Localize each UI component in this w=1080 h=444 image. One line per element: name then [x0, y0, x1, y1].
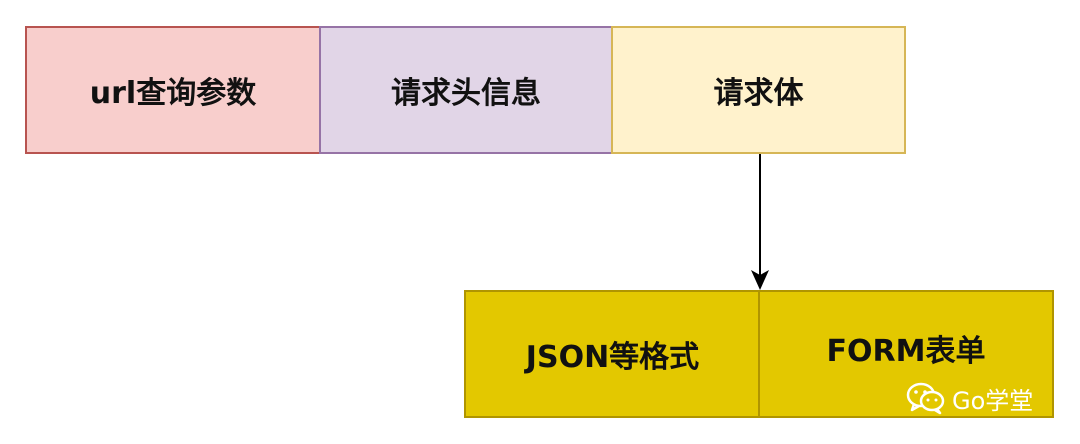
- arrow-head: [751, 270, 769, 290]
- form-label: FORM表单: [826, 334, 986, 369]
- request-body-label: 请求体: [713, 76, 804, 111]
- url-params-box: url查询参数: [25, 26, 321, 154]
- wechat-icon: [906, 382, 945, 415]
- watermark: Go学堂: [906, 378, 1033, 418]
- json-formats-label: JSON等格式: [525, 340, 700, 375]
- watermark-text: Go学堂: [952, 386, 1034, 415]
- json-formats-box: JSON等格式: [464, 290, 761, 418]
- form-box: FORM表单: [758, 290, 1054, 418]
- request-headers-label: 请求头信息: [391, 76, 541, 111]
- request-headers-box: 请求头信息: [319, 26, 613, 154]
- url-params-label: url查询参数: [89, 76, 257, 111]
- request-body-box: 请求体: [611, 26, 906, 154]
